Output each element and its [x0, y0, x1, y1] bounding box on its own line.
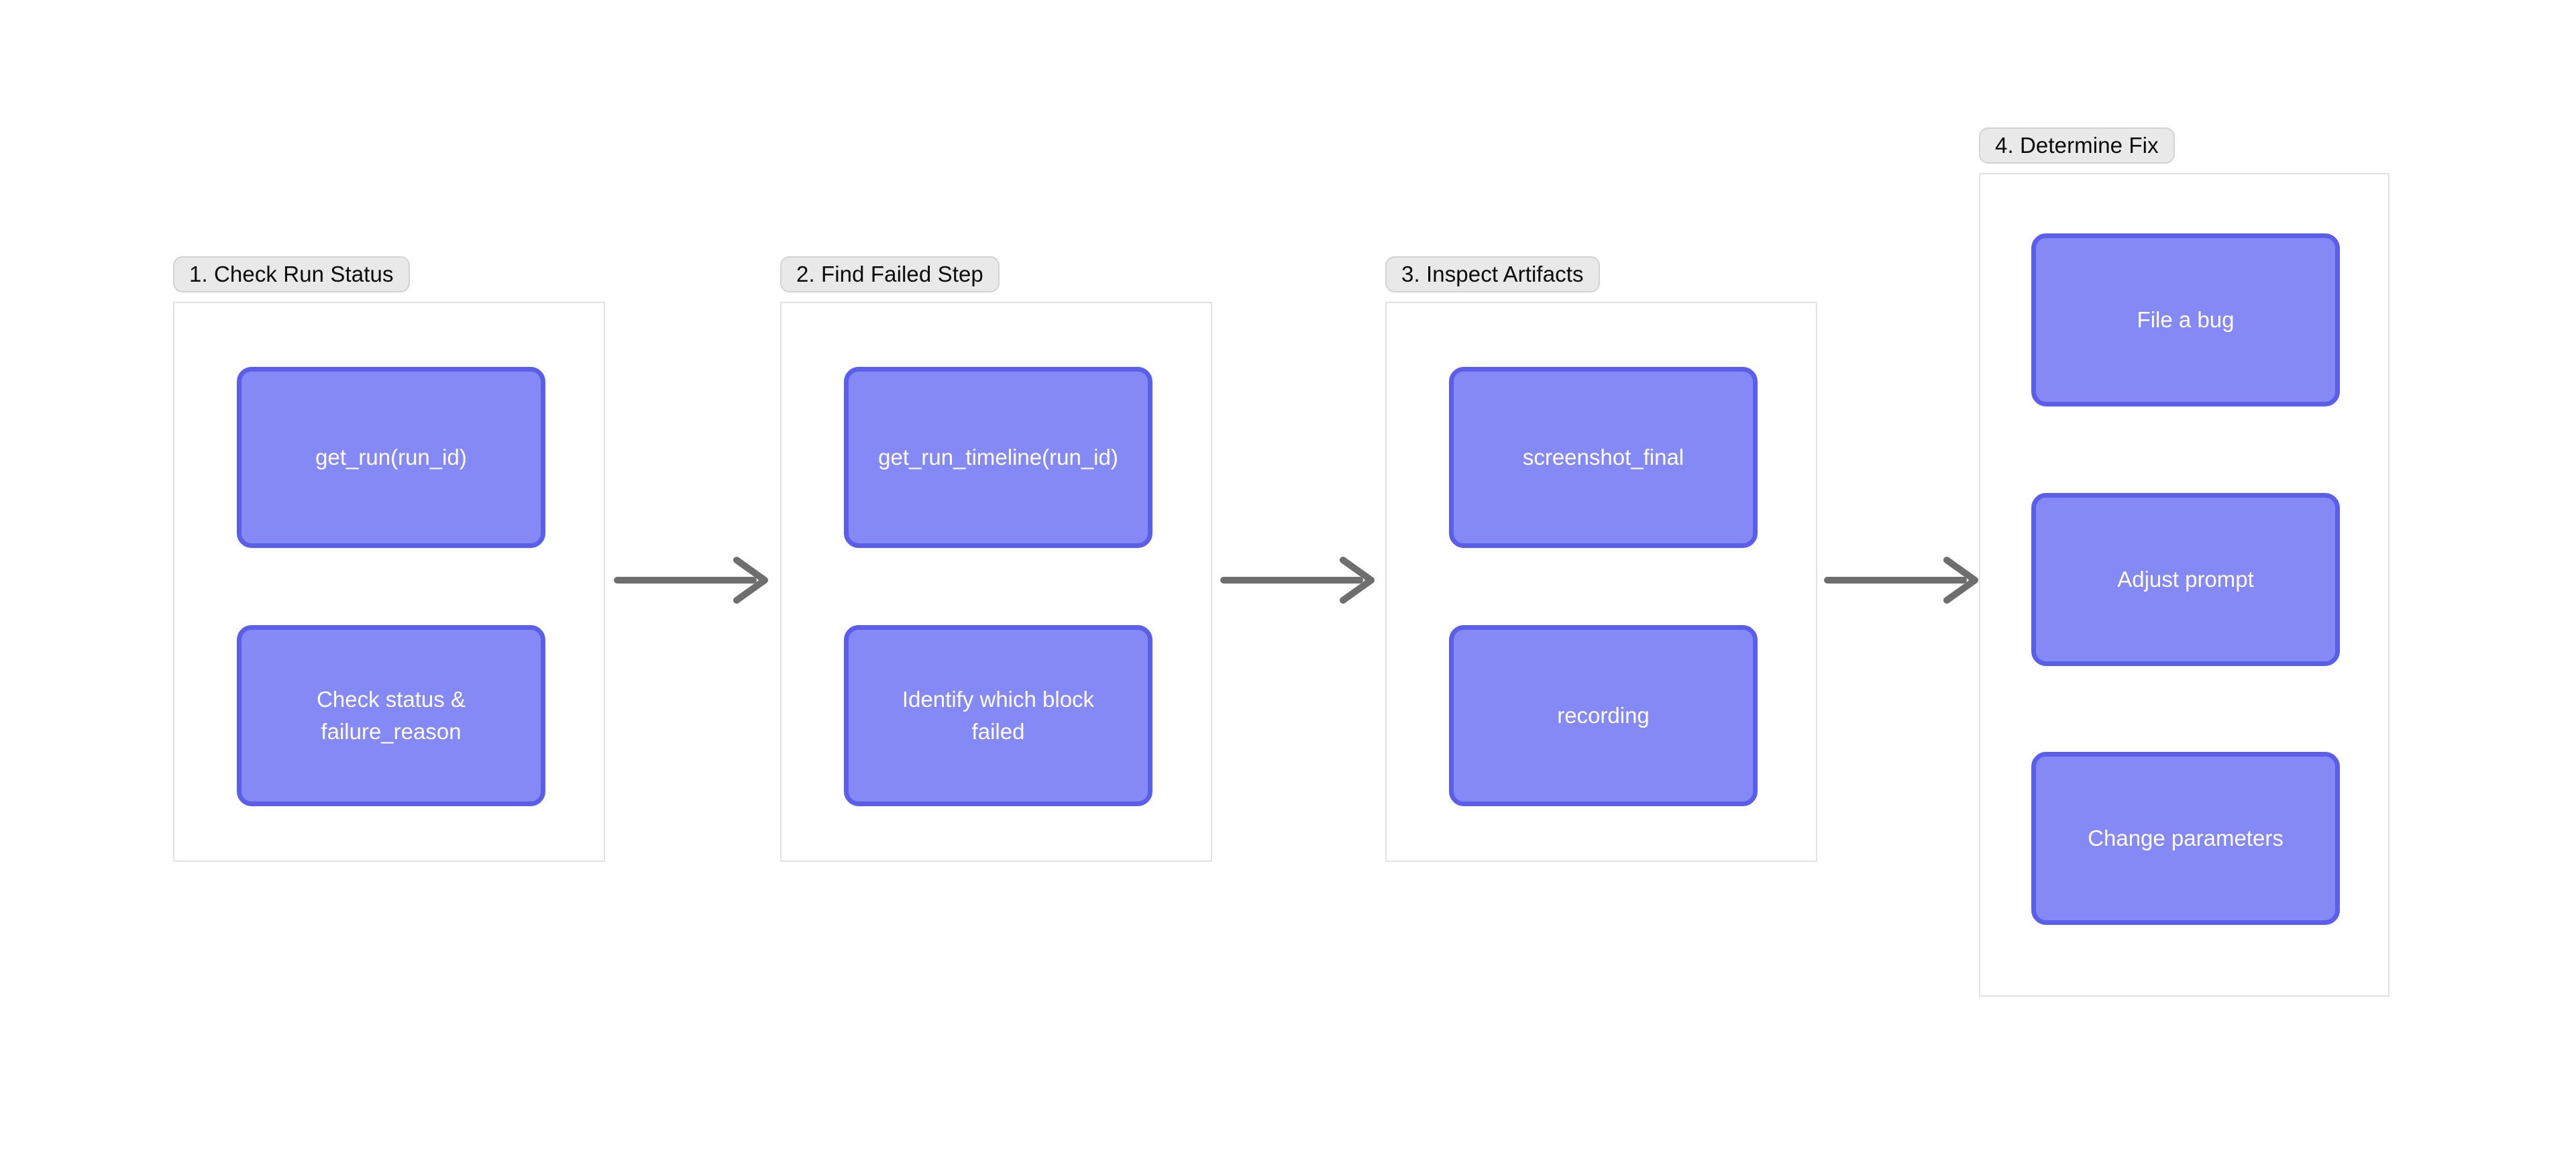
node-check-status-failure-reason[interactable]: Check status & failure_reason [237, 625, 545, 806]
group-find-failed-step: get_run_timeline(run_id) Identify which … [780, 302, 1212, 862]
node-label: get_run_timeline(run_id) [878, 444, 1118, 470]
group-check-run-status: get_run(run_id) Check status & failure_r… [173, 302, 605, 862]
group-label-text: 2. Find Failed Step [796, 262, 983, 286]
node-adjust-prompt[interactable]: Adjust prompt [2031, 493, 2340, 666]
group-inspect-artifacts: screenshot_final recording [1385, 302, 1817, 862]
group-label-text: 3. Inspect Artifacts [1401, 262, 1584, 286]
node-label: Check status & failure_reason [317, 686, 466, 744]
node-label: recording [1557, 702, 1650, 728]
node-get-run-timeline[interactable]: get_run_timeline(run_id) [844, 367, 1152, 548]
arrow-head-icon [1943, 557, 1978, 604]
arrow-group2-to-group3 [1220, 557, 1375, 604]
arrow-group3-to-group4 [1824, 557, 1978, 604]
group-label-check-run-status: 1. Check Run Status [173, 256, 410, 292]
group-determine-fix: File a bug Adjust prompt Change paramete… [1979, 173, 2390, 997]
node-change-parameters[interactable]: Change parameters [2031, 752, 2340, 925]
node-label: get_run(run_id) [315, 444, 467, 470]
node-label: screenshot_final [1522, 444, 1684, 470]
group-label-determine-fix: 4. Determine Fix [1979, 127, 2175, 164]
node-screenshot-final[interactable]: screenshot_final [1449, 367, 1758, 548]
group-label-inspect-artifacts: 3. Inspect Artifacts [1385, 256, 1600, 292]
arrow-head-icon [1340, 557, 1375, 604]
group-label-text: 4. Determine Fix [1995, 133, 2159, 158]
node-label: Change parameters [2088, 825, 2284, 850]
node-get-run[interactable]: get_run(run_id) [237, 367, 545, 548]
group-label-find-failed-step: 2. Find Failed Step [780, 256, 1000, 292]
node-label: File a bug [2137, 307, 2235, 332]
group-label-text: 1. Check Run Status [189, 262, 394, 286]
arrow-head-icon [733, 557, 768, 604]
node-identify-which-block-failed[interactable]: Identify which block failed [844, 625, 1152, 806]
node-file-a-bug[interactable]: File a bug [2031, 233, 2340, 406]
node-recording[interactable]: recording [1449, 625, 1758, 806]
node-label: Adjust prompt [2117, 566, 2254, 592]
node-label: Identify which block failed [902, 686, 1095, 744]
arrow-group1-to-group2 [614, 557, 768, 604]
